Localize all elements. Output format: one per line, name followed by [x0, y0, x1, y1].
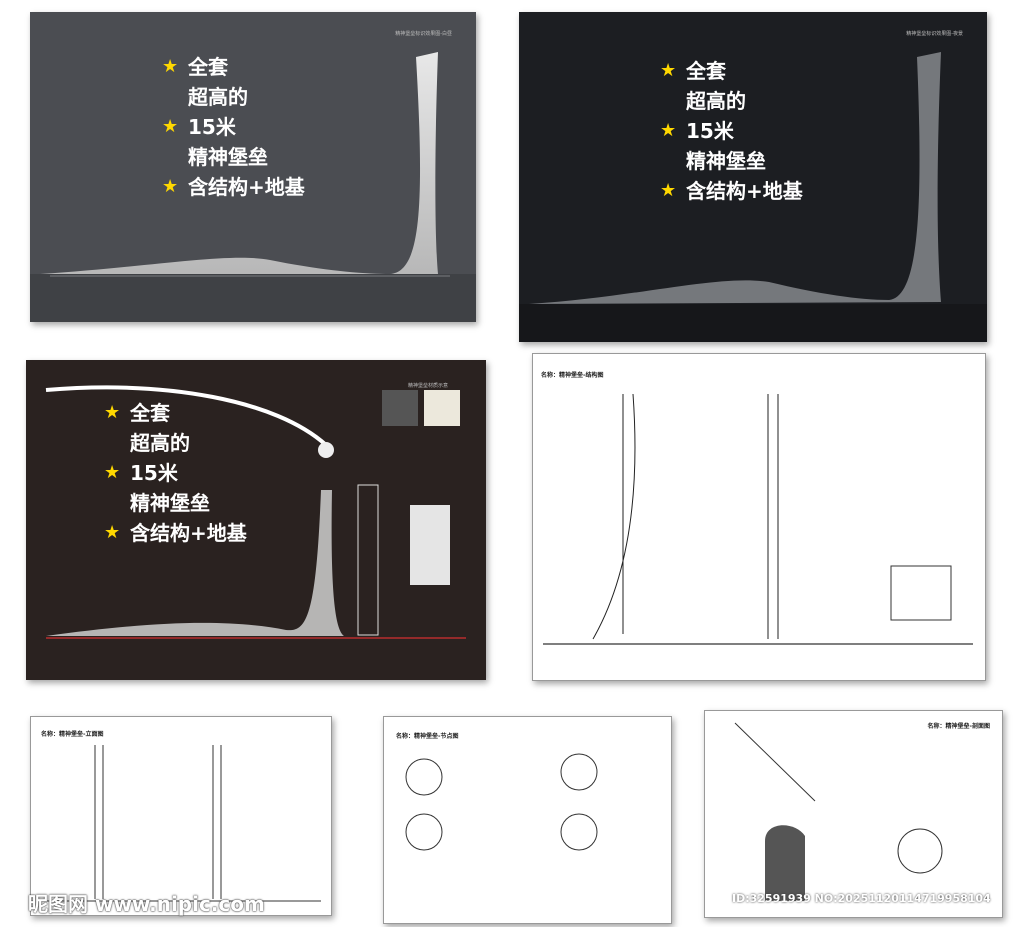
monument-render-day — [30, 52, 476, 322]
sheet-title: 名称：精神堡垒-立面图 — [41, 731, 104, 738]
star-icon: ★ — [104, 462, 121, 483]
star-icon: ★ — [162, 176, 179, 197]
panel-header: 精神堡垒材质示意 — [407, 383, 448, 389]
section-drawing — [734, 722, 943, 901]
render-panel-night[interactable]: 精神堡垒标识效果图-夜景 — [519, 12, 987, 342]
sheet-title: 名称：精神堡垒-剖面图 — [927, 723, 991, 730]
site-watermark: 昵图网 www.nipic.com — [28, 892, 265, 916]
panel-header: 精神堡垒标识效果图-夜景 — [906, 31, 963, 37]
star-icon: ★ — [104, 402, 121, 423]
details-drawing-panel[interactable]: 名称：精神堡垒-节点图 — [383, 716, 672, 924]
star-icon: ★ — [162, 116, 179, 137]
star-icon: ★ — [660, 60, 677, 81]
panel-header: 精神堡垒标识效果图-白昼 — [395, 31, 452, 37]
structure-drawing — [543, 393, 973, 645]
star-icon: ★ — [660, 180, 677, 201]
material-drawing — [45, 385, 466, 639]
monument-render-night — [519, 52, 987, 342]
details-drawing — [405, 753, 598, 851]
id-watermark: ID:32591939 NO:20251120114719958104 — [732, 892, 991, 905]
elevation-drawing-panel[interactable]: 名称：精神堡垒-立面图 — [30, 716, 332, 916]
sheet-title: 名称：精神堡垒-节点图 — [396, 733, 459, 740]
feature-list-panel2: ★全套 超高的 ★15米 精神堡垒 ★含结构+地基 — [660, 56, 803, 206]
sheet-title: 名称：精神堡垒-结构图 — [541, 372, 604, 379]
feature-list-panel1: ★全套 超高的 ★15米 精神堡垒 ★含结构+地基 — [162, 52, 305, 202]
star-icon: ★ — [660, 120, 677, 141]
structure-drawing-panel[interactable]: 名称：精神堡垒-结构图 — [532, 353, 986, 681]
render-panel-day[interactable]: 精神堡垒标识效果图-白昼 — [30, 12, 476, 322]
star-icon: ★ — [162, 56, 179, 77]
feature-list-panel3: ★全套 超高的 ★15米 精神堡垒 ★含结构+地基 — [104, 398, 247, 548]
section-drawing-panel[interactable]: 名称：精神堡垒-剖面图 — [704, 710, 1003, 918]
elevation-drawing — [41, 745, 321, 902]
material-panel[interactable]: 精神堡垒材质示意 — [26, 360, 486, 680]
star-icon: ★ — [104, 522, 121, 543]
